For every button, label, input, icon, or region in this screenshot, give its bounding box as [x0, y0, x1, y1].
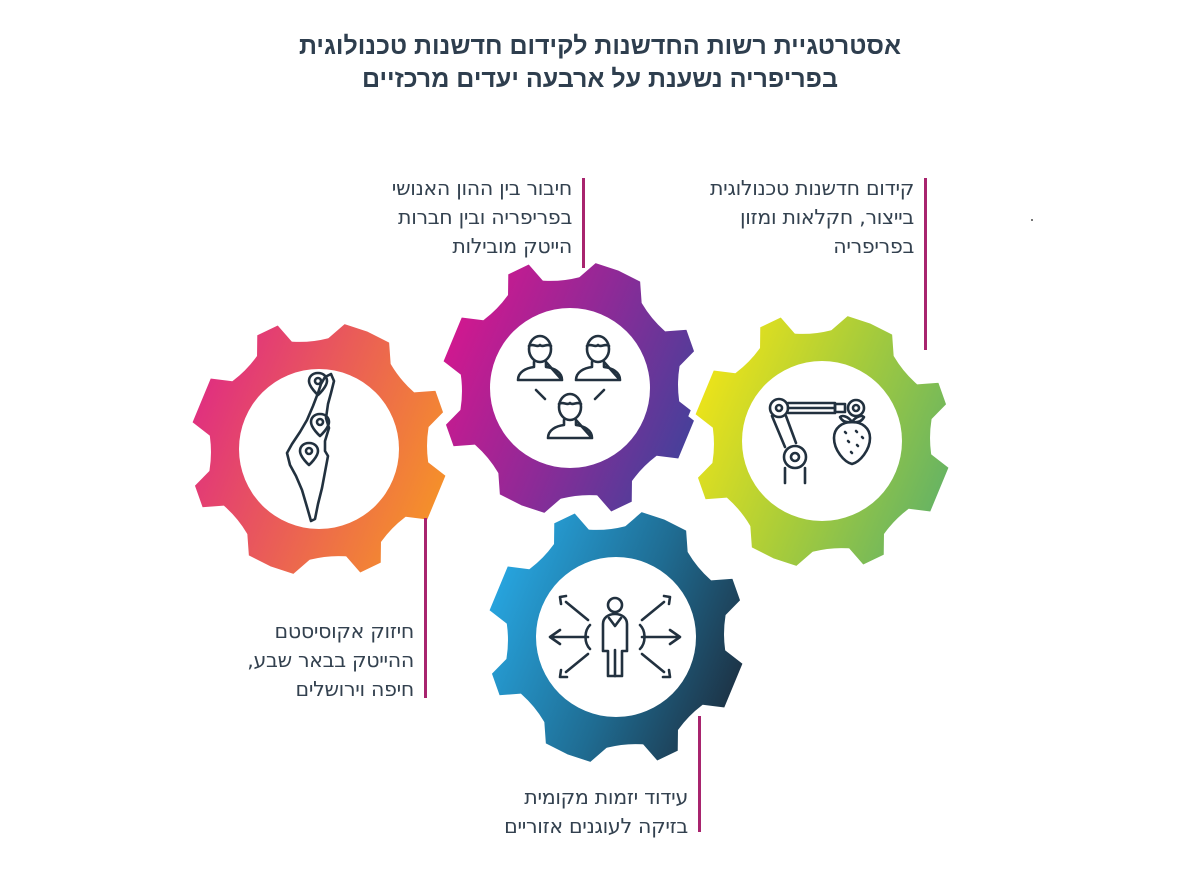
callout-line: בפריפריה ובין חברות — [398, 205, 572, 229]
callout-line: בזיקה לעוגנים אזוריים — [504, 814, 688, 838]
callout-line: חיפה וירושלים — [295, 677, 415, 701]
callout-line-human-capital — [582, 178, 585, 268]
robot-arm-strawberry-icon — [768, 397, 872, 485]
stray-dot — [1031, 219, 1033, 221]
callout-entrepreneurship: עידוד יזמות מקומית בזיקה לעוגנים אזוריים — [504, 783, 688, 841]
people-network-icon — [516, 334, 622, 440]
callout-line: בפריפריה — [833, 234, 914, 258]
gear-center-entrepreneurship — [536, 557, 696, 717]
callout-line: בייצור, חקלאות ומזון — [739, 205, 914, 229]
person-arrows-icon — [548, 594, 682, 679]
callout-human-capital: חיבור בין ההון האנושי בפריפריה ובין חברו… — [391, 174, 573, 261]
callout-line: עידוד יזמות מקומית — [524, 785, 688, 809]
callout-line-entrepreneurship — [698, 716, 701, 832]
callout-line-tech-innovation — [924, 178, 927, 350]
callout-line: ההייטק בבאר שבע, — [247, 648, 414, 672]
page-title: אסטרטגיית רשות החדשנות לקידום חדשנות טכנ… — [250, 30, 950, 96]
callout-tech-innovation: קידום חדשנות טכנולוגית בייצור, חקלאות ומ… — [710, 174, 914, 261]
title-line-1: אסטרטגיית רשות החדשנות לקידום חדשנות טכנ… — [298, 32, 902, 60]
title-line-2: בפריפריה נשענת על ארבעה יעדים מרכזיים — [362, 65, 838, 93]
callout-line: חיבור בין ההון האנושי — [391, 176, 573, 200]
callout-line: הייטק מובילות — [452, 234, 572, 258]
callout-ecosystem: חיזוק אקוסיסטם ההייטק בבאר שבע, חיפה ויר… — [247, 617, 414, 704]
callout-line: קידום חדשנות טכנולוגית — [710, 176, 914, 200]
gear-center-human-capital — [490, 308, 650, 468]
callout-line: חיזוק אקוסיסטם — [274, 619, 415, 643]
callout-line-ecosystem — [424, 518, 427, 698]
israel-map-pins-icon — [285, 371, 336, 523]
gear-center-tech-innovation — [742, 361, 902, 521]
